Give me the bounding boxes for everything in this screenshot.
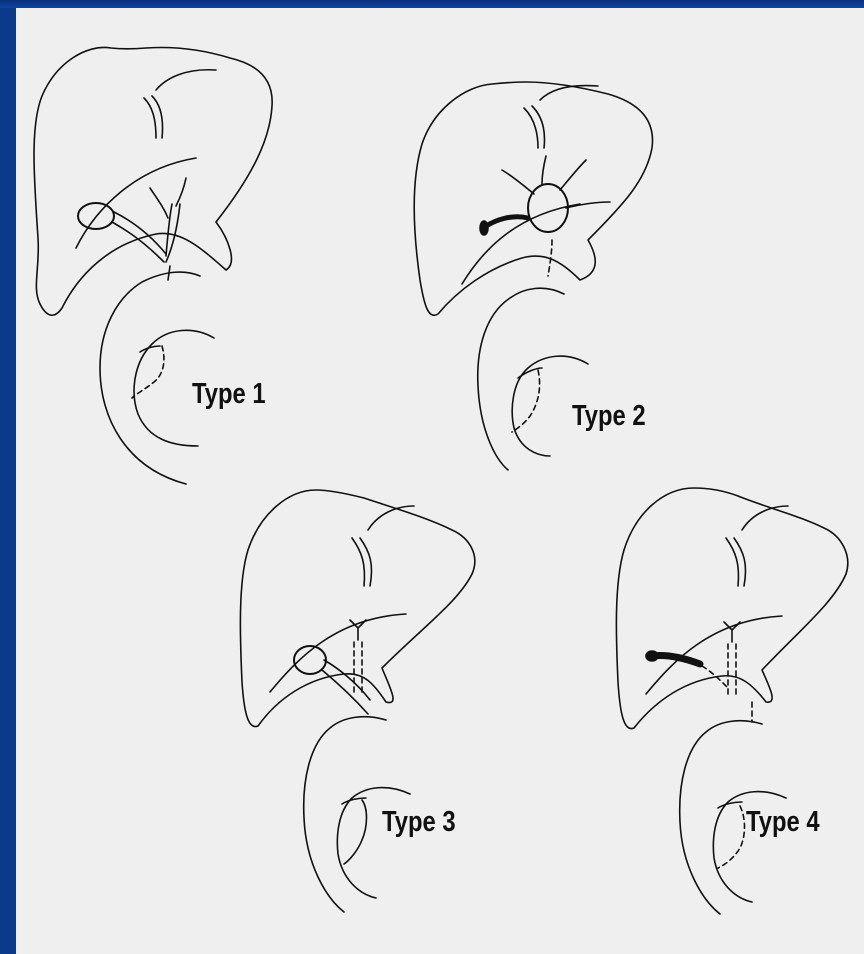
type-4-illustration [602,468,864,948]
falciform-ligament [352,538,372,586]
label-type-4: Type 4 [746,806,820,839]
common-bile-duct [728,644,736,694]
liver-outline [616,488,847,729]
slide-panel: Type 1 Type 2 [16,8,864,954]
choledochal-cyst-diagram: Type 1 Type 2 [16,8,864,954]
duodenum [304,717,386,912]
liver-outline [414,82,652,315]
label-type-1: Type 1 [192,378,266,411]
liver-outline [240,490,474,727]
falciform-ligament [144,96,163,138]
label-type-2: Type 2 [572,400,646,433]
duodenum [100,272,200,484]
label-type-3: Type 3 [382,806,456,839]
liver-outline [34,47,272,315]
type-3-illustration [226,468,516,948]
type-1-illustration [16,8,316,508]
slide-frame-top [0,0,864,8]
falciform-ligament [524,106,545,148]
falciform-ligament [726,538,746,586]
type-2-illustration [392,8,692,478]
